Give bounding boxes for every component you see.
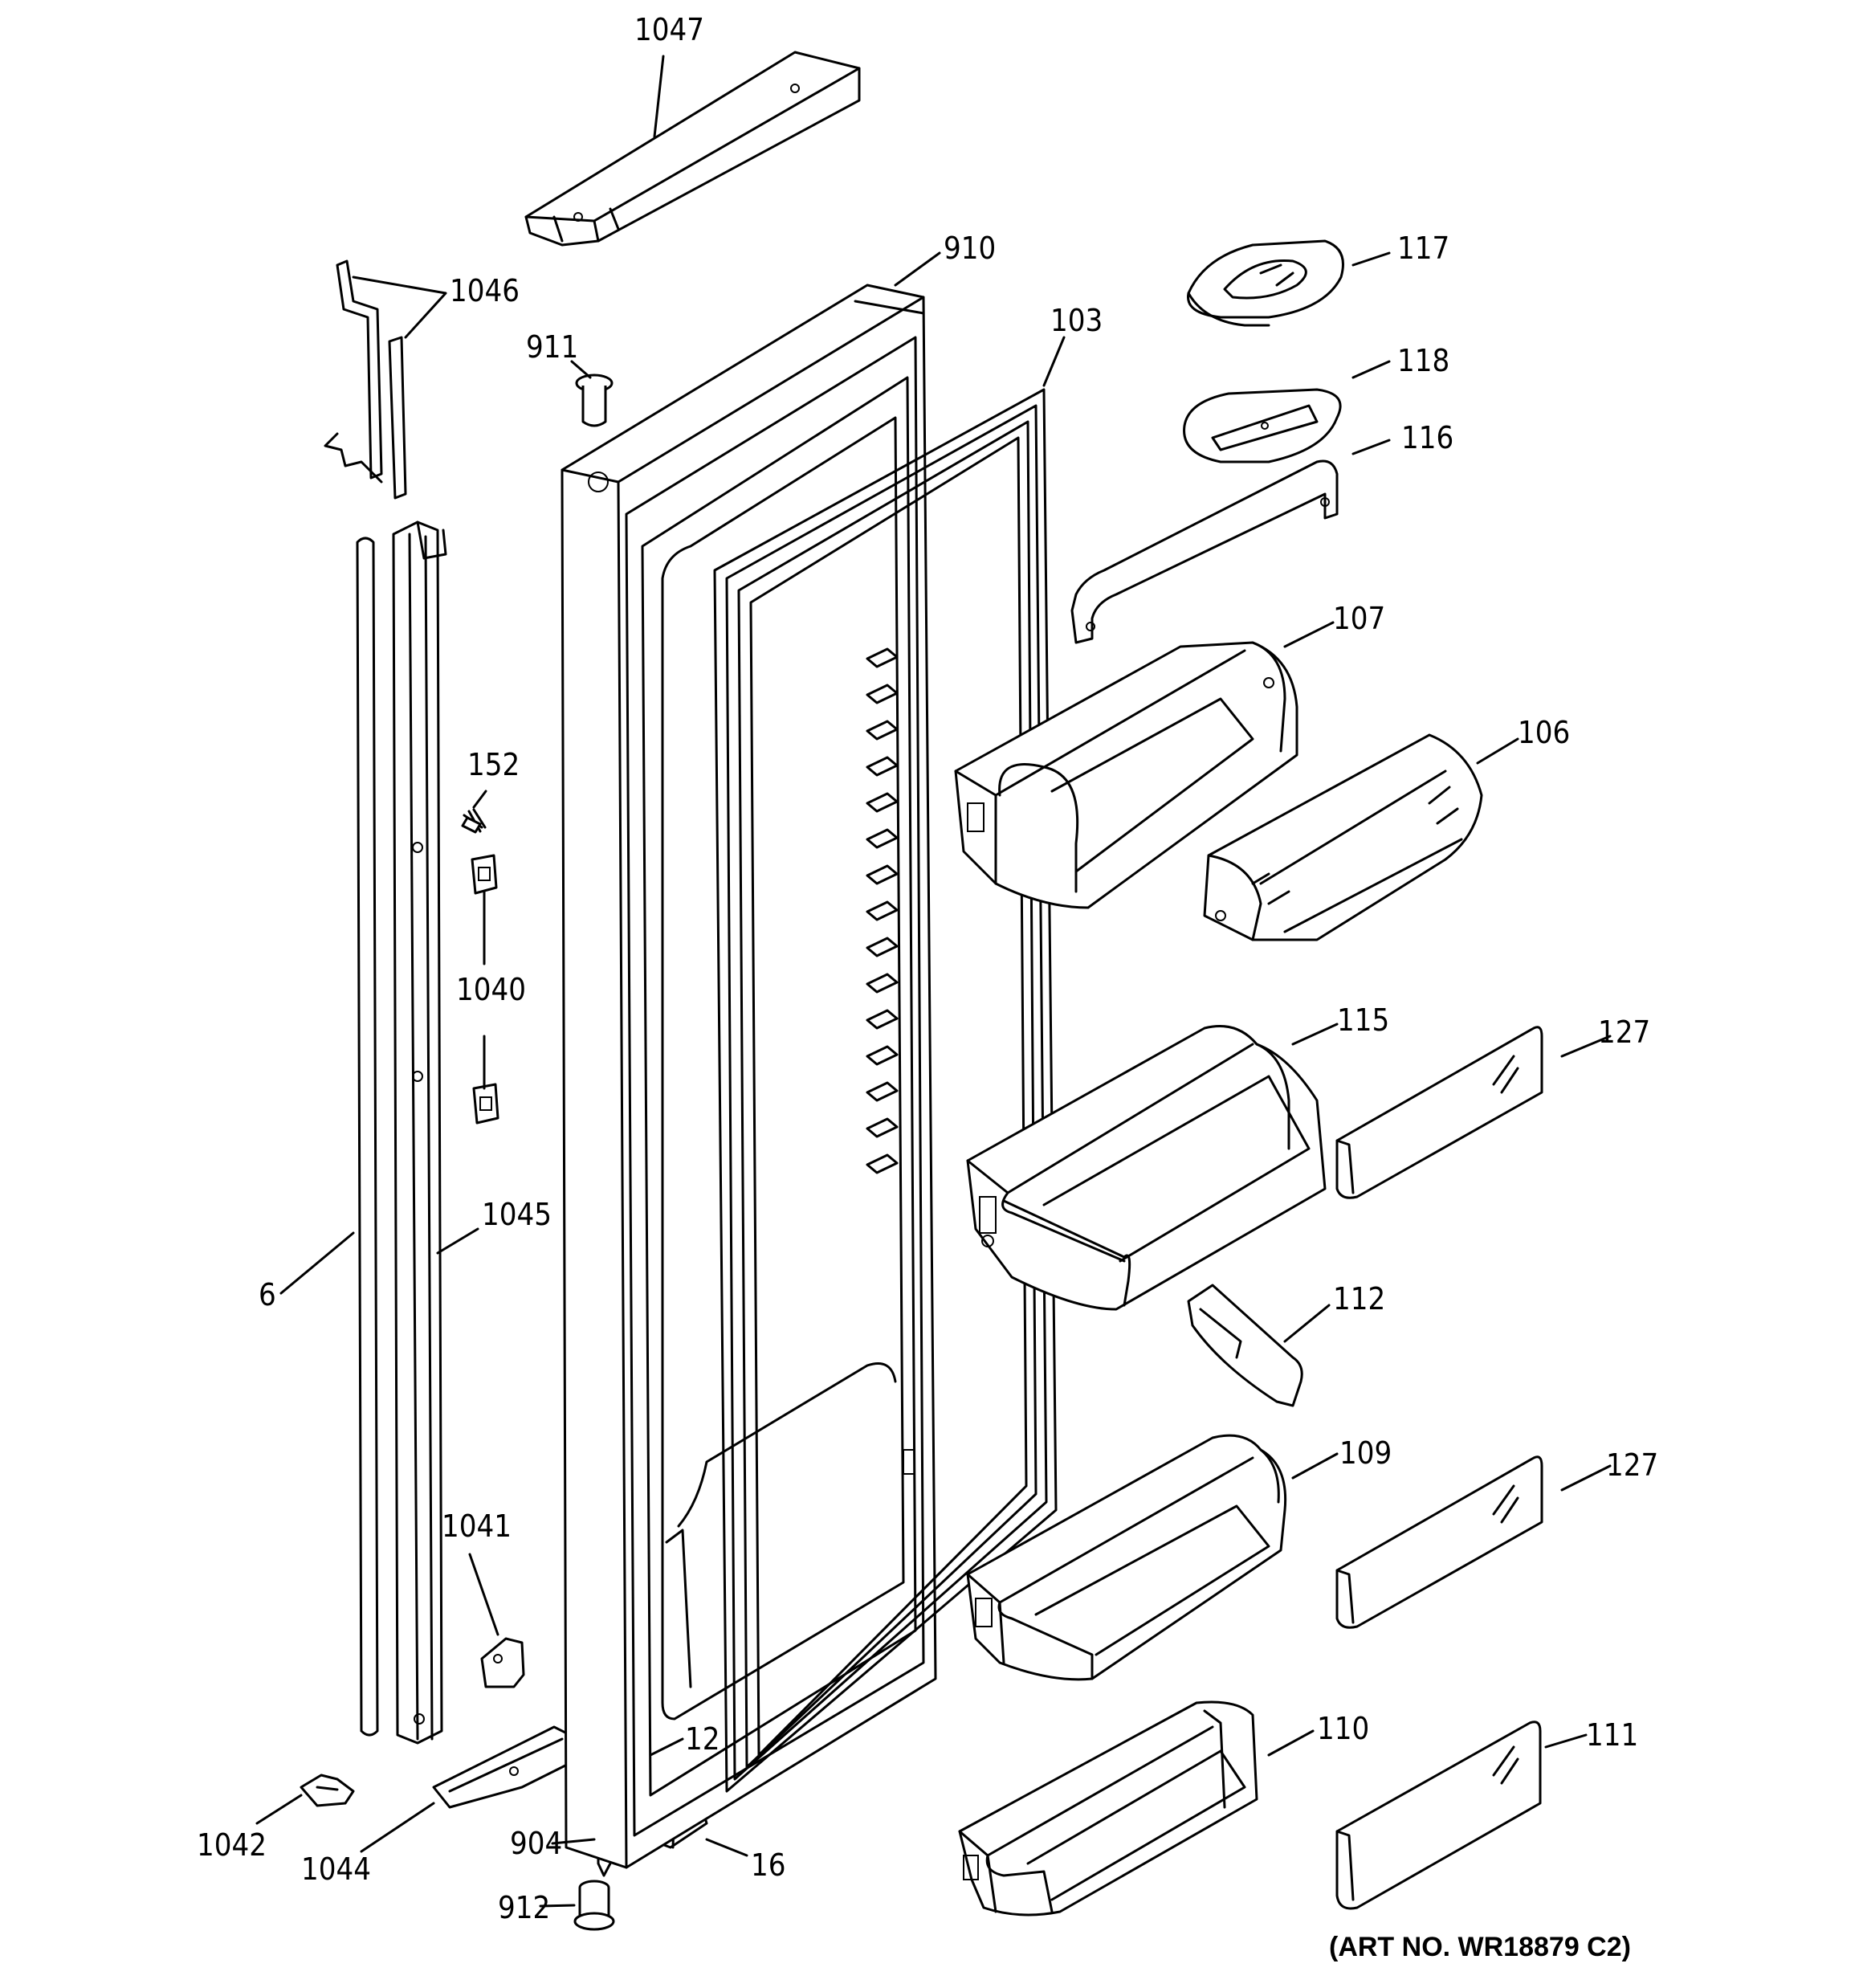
part-labels: 1047 1046 910 911 103 117 118 116 107 10… — [197, 12, 1658, 1962]
label-12: 12 — [685, 1721, 720, 1757]
part-6-rod — [356, 537, 379, 1737]
part-117-cap — [1187, 239, 1344, 327]
part-1047-door-cap — [524, 51, 861, 247]
part-1040-clips — [471, 854, 499, 1125]
part-127-bin-front-lower — [1335, 1455, 1543, 1629]
part-107-bin — [954, 641, 1298, 909]
part-911-bushing — [575, 374, 614, 427]
art-number: (ART NO. WR18879 C2) — [1329, 1932, 1631, 1962]
part-127-bin-front-upper — [1335, 1026, 1543, 1199]
label-152: 152 — [467, 747, 520, 782]
label-1046: 1046 — [450, 273, 520, 308]
label-118: 118 — [1397, 343, 1449, 378]
label-112: 112 — [1333, 1281, 1385, 1316]
label-904: 904 — [510, 1826, 562, 1861]
part-910-door — [561, 284, 937, 1869]
label-110: 110 — [1317, 1711, 1369, 1746]
part-1045-side-trim — [392, 520, 447, 1745]
label-107: 107 — [1333, 601, 1385, 636]
part-912-bushing — [573, 1880, 615, 1931]
part-103-gasket — [713, 388, 1058, 1793]
label-910: 910 — [944, 231, 996, 266]
label-912: 912 — [498, 1890, 550, 1925]
label-1047: 1047 — [634, 12, 704, 47]
leader-lines — [255, 55, 1612, 1908]
part-111-bin-front — [1335, 1721, 1542, 1910]
part-106-bin — [1203, 733, 1483, 941]
part-116-rail — [1070, 459, 1339, 644]
label-1045: 1045 — [482, 1197, 552, 1232]
part-1046-trim-strips — [324, 259, 407, 500]
label-116: 116 — [1401, 420, 1453, 455]
label-117: 117 — [1397, 231, 1449, 266]
label-6: 6 — [259, 1277, 276, 1312]
label-1042: 1042 — [197, 1827, 267, 1863]
part-152-screw — [461, 808, 487, 834]
label-1044: 1044 — [301, 1851, 371, 1887]
label-1041: 1041 — [442, 1508, 512, 1544]
label-911: 911 — [526, 329, 578, 365]
door-shelf-ribs — [866, 647, 899, 1174]
label-106: 106 — [1518, 715, 1570, 750]
label-16: 16 — [751, 1847, 786, 1883]
part-112-divider — [1187, 1284, 1303, 1407]
part-110-bin — [958, 1700, 1258, 1917]
label-103: 103 — [1050, 303, 1103, 338]
part-1042-hinge-clip — [300, 1774, 355, 1807]
part-118-tray — [1183, 388, 1342, 463]
part-109-bin — [966, 1434, 1287, 1681]
label-127-lower: 127 — [1606, 1447, 1658, 1483]
label-115: 115 — [1337, 1002, 1389, 1038]
label-111: 111 — [1586, 1717, 1638, 1753]
label-1040: 1040 — [456, 972, 526, 1007]
label-109: 109 — [1339, 1435, 1392, 1471]
part-1041-bracket — [480, 1637, 525, 1688]
label-127-upper: 127 — [1598, 1014, 1650, 1050]
part-115-bin — [966, 1025, 1327, 1311]
